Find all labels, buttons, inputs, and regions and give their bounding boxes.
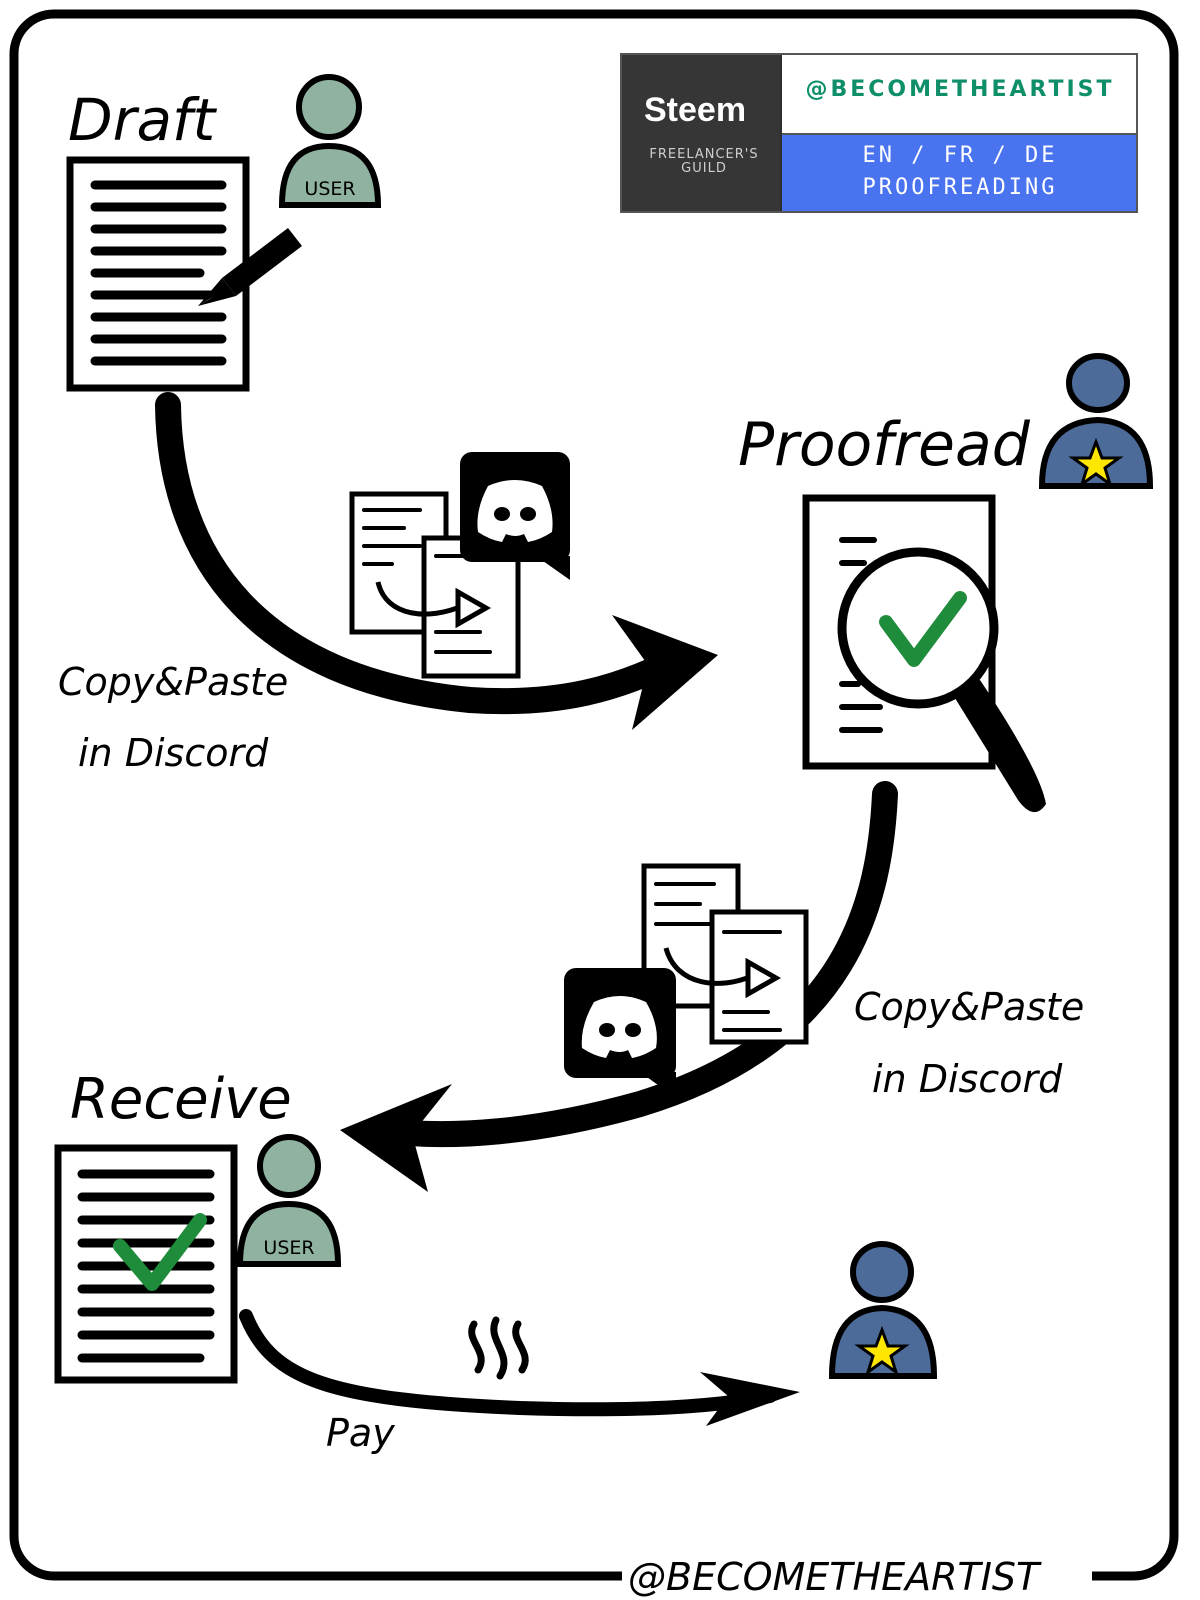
- footer-handle: @BECOMETHEARTIST: [628, 1555, 1042, 1599]
- checkmark-icon-receive: [113, 1213, 207, 1291]
- badge-handle-box: @BECOMETHEARTIST: [782, 55, 1136, 135]
- arrow-pay: [239, 1309, 777, 1417]
- checkmark-icon-proofread: [879, 591, 967, 667]
- user-label-receive: USER: [263, 1237, 314, 1259]
- receive-document-icon: [54, 1144, 238, 1384]
- copy-paste-label-2a: Copy&Paste: [854, 985, 1084, 1029]
- steem-wordmark: Steem: [644, 91, 747, 129]
- draft-document-icon: [66, 156, 250, 392]
- arrow-proofread-to-receive: [367, 781, 898, 1148]
- copy-paste-label-2b: in Discord: [872, 1057, 1063, 1101]
- proofread-title: Proofread: [738, 410, 1031, 480]
- discord-icon-1: [460, 452, 570, 580]
- copy-paste-label-1a: Copy&Paste: [58, 660, 288, 704]
- arrowhead-proofread-to-receive: [340, 1084, 452, 1192]
- guild-label-line1: FREELANCER'S: [649, 147, 759, 162]
- arrowhead-draft-to-proofread: [612, 615, 718, 730]
- badge-service: PROOFREADING: [862, 175, 1058, 200]
- guild-label-line2: GUILD: [681, 161, 727, 176]
- badge-service-box: EN / FR / DE PROOFREADING: [782, 135, 1136, 211]
- freelancers-guild-badge: Steem FREELANCER'S GUILD @BECOMETHEARTIS…: [620, 53, 1138, 213]
- user-label-draft: USER: [304, 178, 355, 200]
- proofreader-icon-top: [1038, 353, 1154, 489]
- user-icon-draft: USER: [278, 74, 382, 208]
- receive-title: Receive: [70, 1067, 292, 1132]
- badge-languages: EN / FR / DE: [862, 143, 1058, 168]
- arrowhead-pay: [700, 1372, 800, 1426]
- pen-icon: [198, 228, 302, 306]
- draft-title: Draft: [68, 86, 217, 154]
- user-icon-receive: USER: [236, 1134, 342, 1267]
- discord-icon-2: [564, 968, 676, 1098]
- steem-icon: [468, 1316, 529, 1380]
- badge-handle: @BECOMETHEARTIST: [805, 77, 1115, 102]
- steem-guild-logo: Steem FREELANCER'S GUILD: [622, 55, 780, 211]
- pay-label: Pay: [326, 1411, 395, 1455]
- copy-paste-label-1b: in Discord: [78, 731, 269, 775]
- copy-paste-icon-2: [641, 863, 809, 1045]
- proofreader-icon-bottom: [828, 1241, 938, 1379]
- arrow-draft-to-proofread: [155, 392, 688, 715]
- magnifier-icon: [837, 547, 1046, 813]
